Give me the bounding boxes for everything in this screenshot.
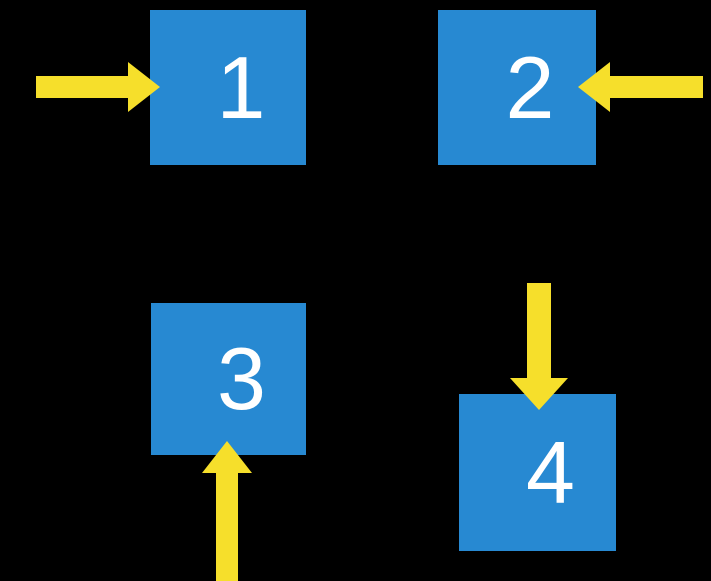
node-1-rect [150, 10, 306, 165]
node-3[interactable]: 3 [151, 303, 306, 455]
node-1[interactable]: 1 [150, 10, 306, 165]
node-4[interactable]: 4 [459, 394, 616, 551]
arrow-into-node-4-icon [510, 283, 568, 410]
node-3-rect [151, 303, 306, 455]
arrow-into-node-3-icon [202, 441, 252, 581]
node-3-label: 3 [217, 329, 266, 428]
node-2-rect [438, 10, 596, 165]
arrow-into-node-1-icon [36, 62, 160, 112]
node-2-label: 2 [505, 37, 555, 137]
arrow-into-node-2-icon [578, 62, 703, 112]
node-2[interactable]: 2 [438, 10, 596, 165]
node-4-rect [459, 394, 616, 551]
node-1-label: 1 [216, 37, 266, 137]
node-4-label: 4 [526, 422, 575, 522]
